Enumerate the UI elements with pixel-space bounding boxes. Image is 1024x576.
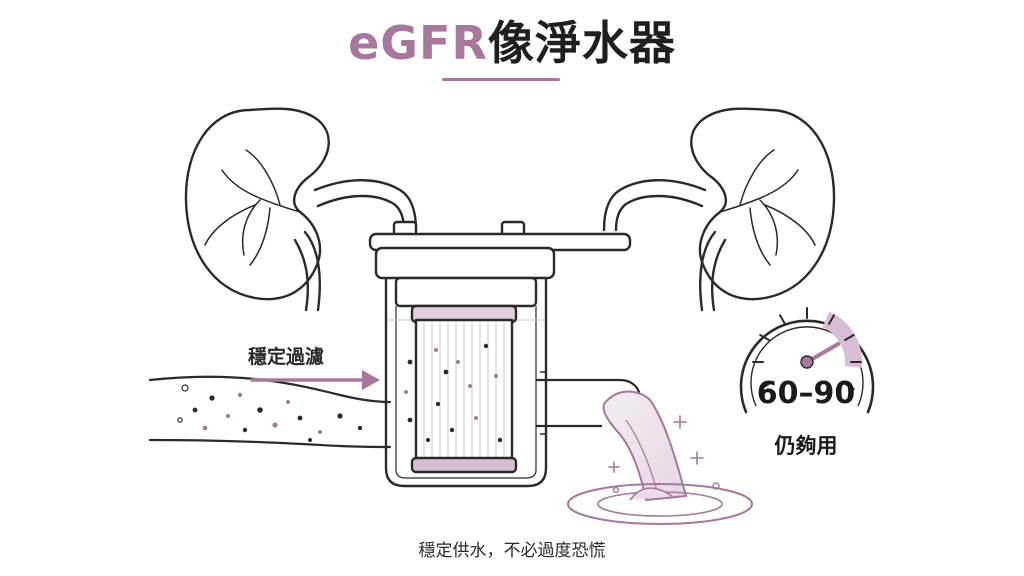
filter-label: 穩定過濾 xyxy=(248,346,325,368)
gauge-band xyxy=(822,311,862,368)
gauge-caption: 仍夠用 xyxy=(774,434,838,458)
water-filter-icon xyxy=(368,220,632,488)
title-accent: eGFR xyxy=(348,16,488,70)
gauge-tick xyxy=(844,383,855,390)
footer-caption: 穩定供水，不必過度恐慌 xyxy=(418,541,606,561)
sparkle-icon xyxy=(608,415,704,473)
flow-arrow-icon xyxy=(250,370,380,390)
title-main: 像淨水器 xyxy=(487,16,676,70)
gauge-tick xyxy=(828,314,835,325)
page-title: eGFR像淨水器 xyxy=(0,8,1024,78)
kidney-right-icon xyxy=(602,107,836,312)
impurity-particles xyxy=(177,384,363,442)
gauge-tick xyxy=(844,334,855,341)
inlet-pipe xyxy=(148,375,392,449)
gauge-value: 60–90 xyxy=(756,376,856,411)
gauge-tick xyxy=(779,314,786,325)
clean-water-stream xyxy=(567,390,753,525)
gauge-icon xyxy=(739,307,875,414)
gauge-tick xyxy=(759,334,770,341)
kidney-left-icon xyxy=(184,107,418,312)
title-underline xyxy=(442,78,560,81)
gauge-tick xyxy=(759,383,770,390)
